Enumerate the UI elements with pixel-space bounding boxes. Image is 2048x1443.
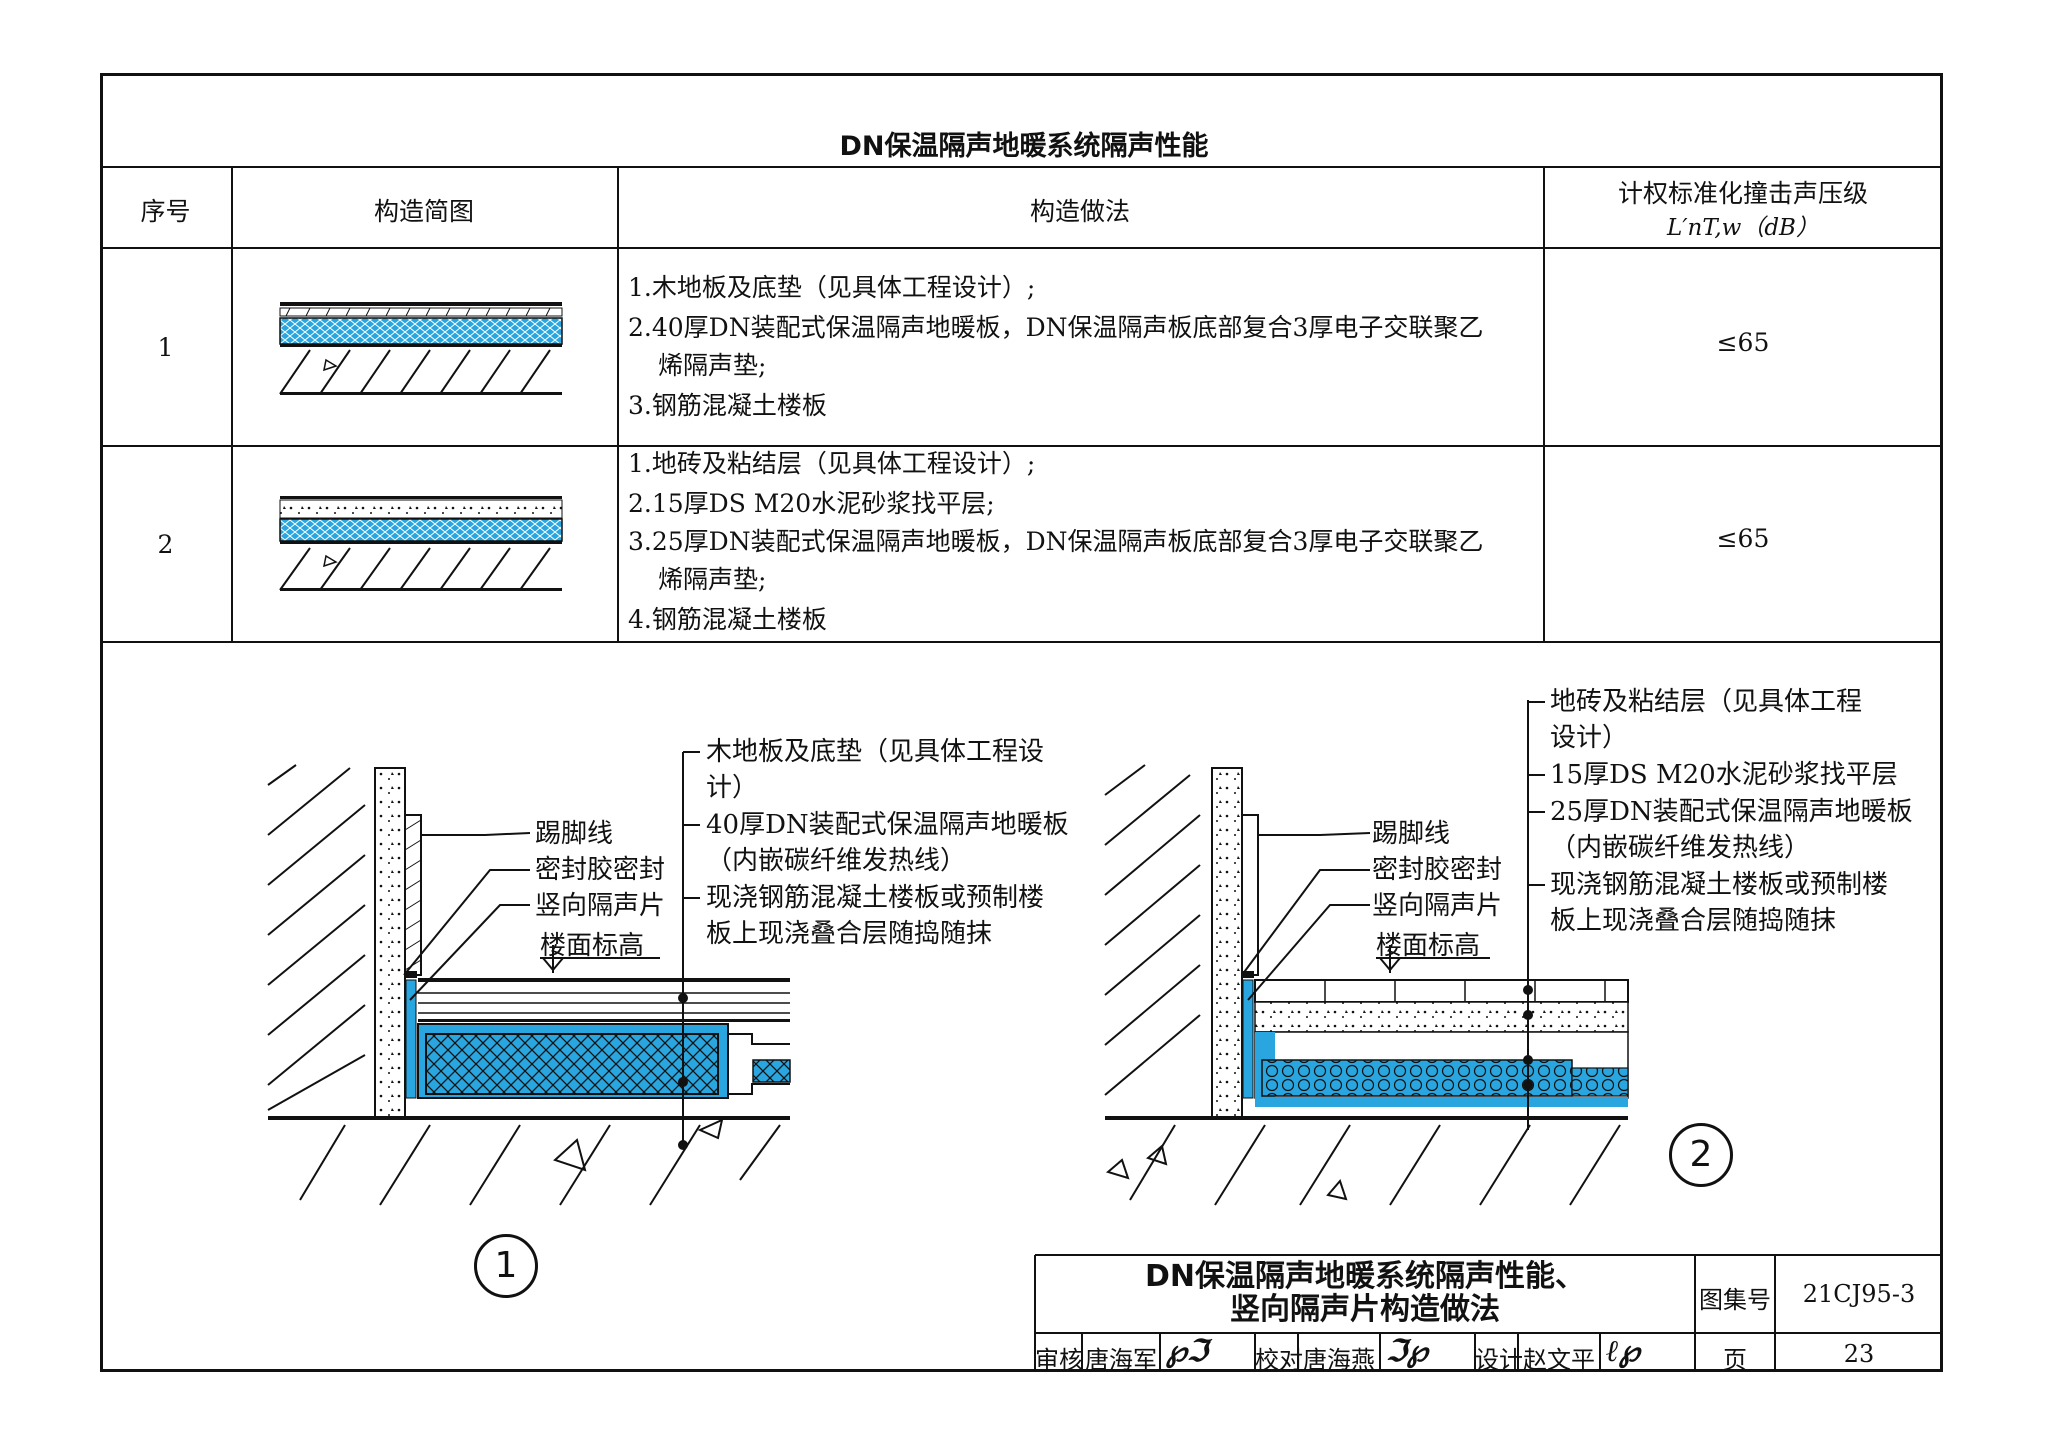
page-label: 页 [1723, 1346, 1747, 1374]
row2-section-icon [279, 496, 563, 591]
row-rating: ≤65 [1716, 328, 1770, 357]
vertical-strip-label: 竖向隔声片 [535, 891, 666, 921]
row-method-line: 1.木地板及底垫（见具体工程设计）; [628, 273, 1036, 302]
header-diagram: 构造简图 [373, 197, 474, 226]
checker-signature: ℑ℘ [1386, 1334, 1428, 1369]
page-number: 23 [1843, 1340, 1875, 1368]
row-method-line: 4.钢筋混凝土楼板 [628, 605, 827, 634]
row-no: 1 [157, 333, 174, 362]
row-method-line: 1.地砖及粘结层（见具体工程设计）; [628, 449, 1036, 478]
layer-label: 设计） [1550, 723, 1629, 753]
layer-label: 计） [706, 773, 759, 803]
layer-label: 板上现浇叠合层随捣随抹 [1550, 906, 1837, 936]
reviewer-name: 唐海军 [1085, 1346, 1157, 1374]
layer-label: 地砖及粘结层（见具体工程 [1550, 687, 1863, 717]
designer-signature: ℓ℘ [1606, 1334, 1640, 1369]
table-line [231, 166, 233, 642]
vertical-strip-label: 竖向隔声片 [1372, 891, 1503, 921]
row1-section-icon [279, 302, 563, 395]
row-method-line: 2.15厚DS M20水泥砂浆找平层; [628, 489, 995, 518]
design-label: 设计 [1475, 1346, 1523, 1374]
layer-label: 15厚DS M20水泥砂浆找平层 [1550, 760, 1898, 790]
table-line [100, 247, 1943, 249]
table-line [617, 166, 619, 642]
row-method-line: 3.25厚DN装配式保温隔声地暖板，DN保温隔声板底部复合3厚电子交联聚乙 [628, 527, 1484, 556]
table-title: DN保温隔声地暖系统隔声性能 [839, 131, 1209, 162]
detail-1-drawing [267, 751, 791, 1206]
skirting-label: 踢脚线 [535, 819, 614, 849]
row-method-line: 3.钢筋混凝土楼板 [628, 391, 827, 420]
reviewer-signature: ℘ℑ [1166, 1334, 1208, 1369]
detail-1-number: 1 [474, 1234, 538, 1298]
sheet-title: DN保温隔声地暖系统隔声性能、 [1144, 1259, 1585, 1294]
row-method-line: 烯隔声垫; [658, 565, 767, 594]
header-method: 构造做法 [1029, 197, 1130, 226]
table-line [100, 641, 1943, 643]
layer-label: （内嵌碳纤维发热线） [706, 846, 967, 876]
sheet-title-line2: 竖向隔声片构造做法 [1230, 1292, 1500, 1327]
layer-label: 板上现浇叠合层随捣随抹 [706, 919, 993, 949]
row-no: 2 [157, 530, 174, 559]
drawing-frame [100, 73, 1943, 1372]
sealant-label: 密封胶密封 [1372, 855, 1503, 885]
floor-level-label: 楼面标高 [540, 931, 645, 961]
table-line [100, 166, 1943, 168]
table-line [1543, 166, 1545, 642]
detail-2-number: 2 [1669, 1123, 1733, 1187]
detail-2-drawing [1104, 700, 1629, 1206]
layer-label: 现浇钢筋混凝土楼板或预制楼 [706, 883, 1045, 913]
row-rating: ≤65 [1716, 524, 1770, 553]
row-method-line: 烯隔声垫; [658, 351, 767, 380]
layer-label: 现浇钢筋混凝土楼板或预制楼 [1550, 870, 1889, 900]
atlas-label: 图集号 [1699, 1286, 1771, 1314]
layer-label: 40厚DN装配式保温隔声地暖板 [706, 810, 1069, 840]
floor-level-label: 楼面标高 [1376, 931, 1481, 961]
designer-name: 赵文平 [1523, 1346, 1595, 1374]
review-label: 审核 [1035, 1346, 1083, 1374]
table-line [100, 445, 1943, 447]
skirting-label: 踢脚线 [1372, 819, 1451, 849]
layer-label: 25厚DN装配式保温隔声地暖板 [1550, 797, 1913, 827]
sealant-label: 密封胶密封 [535, 855, 666, 885]
row-method-line: 2.40厚DN装配式保温隔声地暖板，DN保温隔声板底部复合3厚电子交联聚乙 [628, 313, 1484, 342]
check-label: 校对 [1255, 1346, 1303, 1374]
header-no: 序号 [140, 197, 191, 226]
header-rating-unit: L′nT,w（dB） [1667, 215, 1819, 241]
title-block-lines [1034, 1254, 1943, 1372]
checker-name: 唐海燕 [1303, 1346, 1375, 1374]
atlas-number: 21CJ95-3 [1802, 1280, 1916, 1308]
layer-label: 木地板及底垫（见具体工程设 [706, 737, 1045, 767]
layer-label: （内嵌碳纤维发热线） [1550, 833, 1811, 863]
header-rating: 计权标准化撞击声压级 [1617, 179, 1868, 208]
